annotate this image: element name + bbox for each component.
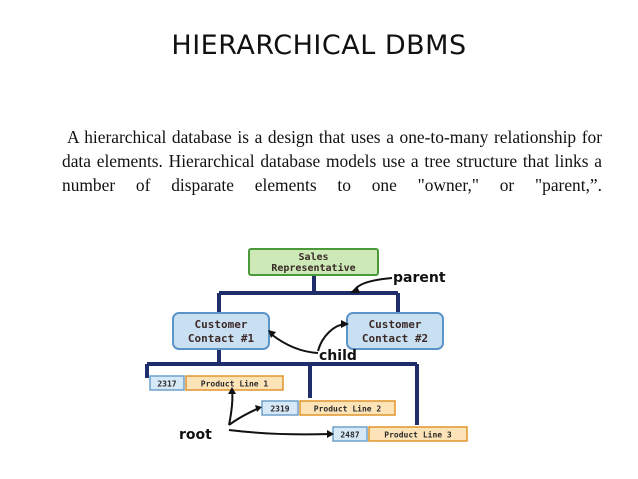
product-line-2-node: 2319 Product Line 2 [261, 400, 396, 416]
parent-label: parent [393, 270, 446, 286]
product3-id: 2487 [340, 431, 359, 440]
root-callout-curve-3 [228, 429, 331, 436]
sales-rep-line1: Sales [298, 252, 328, 263]
callout-arrowheads [228, 286, 360, 438]
connector-lines [145, 274, 419, 425]
customer-contact-2-node: Customer Contact #2 [346, 312, 444, 350]
parent-callout-curve [354, 277, 393, 291]
root-arrowhead-2 [255, 405, 262, 412]
child-arrowhead-right [341, 320, 349, 328]
child-callout-curve-left [270, 333, 319, 354]
customer-contact-1-node: Customer Contact #1 [172, 312, 270, 350]
child-label: child [319, 348, 357, 364]
sales-rep-line2: Representative [271, 262, 355, 274]
product-line-3-node: 2487 Product Line 3 [332, 426, 468, 442]
root-callout-curve-1 [228, 389, 234, 426]
product3-name: Product Line 3 [384, 430, 452, 440]
root-arrowhead-1 [228, 387, 236, 394]
slide-body-text: A hierarchical database is a design that… [62, 127, 602, 195]
child-arrowhead-left [268, 330, 276, 338]
root-callout-curve-2 [228, 407, 260, 426]
root-label: root [179, 427, 212, 443]
contact2-line2: Contact #2 [362, 332, 428, 345]
sales-representative-node: Sales Representative [248, 248, 379, 276]
slide-title: HIERARCHICAL DBMS [171, 30, 467, 61]
product1-name: Product Line 1 [201, 379, 269, 389]
contact2-line1: Customer [369, 318, 422, 331]
product1-id: 2317 [157, 380, 176, 389]
contact1-line1: Customer [195, 318, 248, 331]
parent-arrowhead [350, 286, 360, 293]
product2-name: Product Line 2 [314, 404, 382, 414]
product2-id: 2319 [270, 405, 289, 414]
root-arrowhead-3 [327, 430, 334, 438]
child-callout-curve-right [317, 323, 346, 352]
product-line-1-node: 2317 Product Line 1 [149, 375, 284, 391]
contact1-line2: Contact #1 [188, 332, 255, 345]
